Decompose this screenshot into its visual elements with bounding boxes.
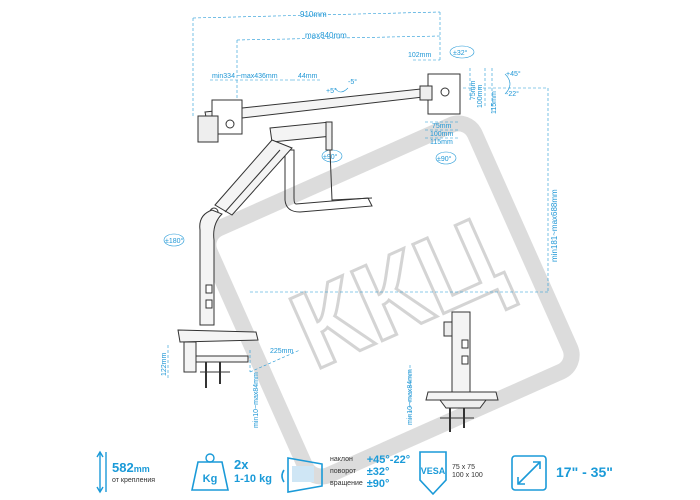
rotate-monitor-icon <box>281 457 323 493</box>
dim-height-range: min181~max688mm <box>550 189 559 262</box>
spec-height: 582mm от крепления <box>112 448 155 496</box>
angle-plus5: +5° <box>326 87 337 95</box>
angle-minus5: -5° <box>348 78 357 86</box>
dim-clamp-depth: 225mm <box>270 348 294 355</box>
dim-offset: 44mm <box>298 73 318 80</box>
angle-rot-90: ±90° <box>437 155 452 163</box>
angle-tilt-up: +45° <box>506 70 521 78</box>
weight-icon-text: Kg <box>203 473 218 485</box>
spec-angles: наклон +45°-22° поворот ±32° вращение ±9… <box>330 448 410 496</box>
dimension-lines <box>167 11 549 420</box>
spec-vesa: 75 x 75 100 x 100 <box>452 448 483 496</box>
dim-vesa-side-c: 115mm <box>430 139 453 146</box>
dim-desk-thickness: min10~max84mm <box>253 372 260 428</box>
dim-desk-thickness-2: min10~max84mm <box>407 369 414 425</box>
vesa-icon <box>419 451 447 496</box>
spec-tilt-label: наклон <box>330 456 353 463</box>
spec-rotate-value: ±90° <box>366 478 390 490</box>
dim-plate-side: 102mm <box>408 52 432 59</box>
screen-size-icon <box>511 455 547 491</box>
spec-load: 2x 1-10 kg <box>234 448 272 496</box>
watermark-frame <box>200 115 580 485</box>
spec-vesa-b: 100 x 100 <box>452 472 483 479</box>
weight-icon <box>191 453 229 491</box>
angle-rot-32: ±32° <box>453 49 468 57</box>
spec-turn-label: поворот <box>330 468 357 475</box>
spec-height-value: 582 <box>112 460 134 475</box>
dim-vesa-top-a: 75mm <box>470 80 477 100</box>
spec-height-icon <box>96 450 107 494</box>
monitor-arm-drawing <box>177 73 499 432</box>
spec-rotate-label: вращение <box>330 480 363 487</box>
dim-vesa-top-c: 115mm <box>491 91 498 114</box>
dim-vesa-top-b: 100mm <box>477 84 484 108</box>
dim-clamp-height: 122mm <box>161 352 168 376</box>
spec-height-unit: mm <box>133 464 150 474</box>
dim-arm-span: min334 ~max436mm <box>212 73 278 80</box>
spec-height-note: от крепления <box>112 477 156 484</box>
spec-vesa-a: 75 x 75 <box>452 464 475 471</box>
dim-vesa-side-a: 75mm <box>432 123 452 130</box>
spec-screen-size: 17" - 35" <box>556 448 613 496</box>
angle-tilt-down: -22° <box>506 90 519 98</box>
angle-swivel-180: ±180° <box>165 237 184 245</box>
spec-tilt-value: +45°-22° <box>366 454 411 466</box>
spec-count: 2x <box>234 457 249 472</box>
vesa-icon-text: VESA <box>421 466 446 476</box>
spec-turn-value: ±32° <box>366 466 390 478</box>
dim-width-max: max840mm <box>305 31 347 40</box>
dim-width-total: 910mm <box>300 10 327 19</box>
dim-vesa-side-b: 100mm <box>430 131 454 138</box>
spec-load-value: 1-10 kg <box>234 473 272 485</box>
spec-screen-size-value: 17" - 35" <box>556 464 613 480</box>
watermark-text: ККЦ <box>274 193 520 393</box>
